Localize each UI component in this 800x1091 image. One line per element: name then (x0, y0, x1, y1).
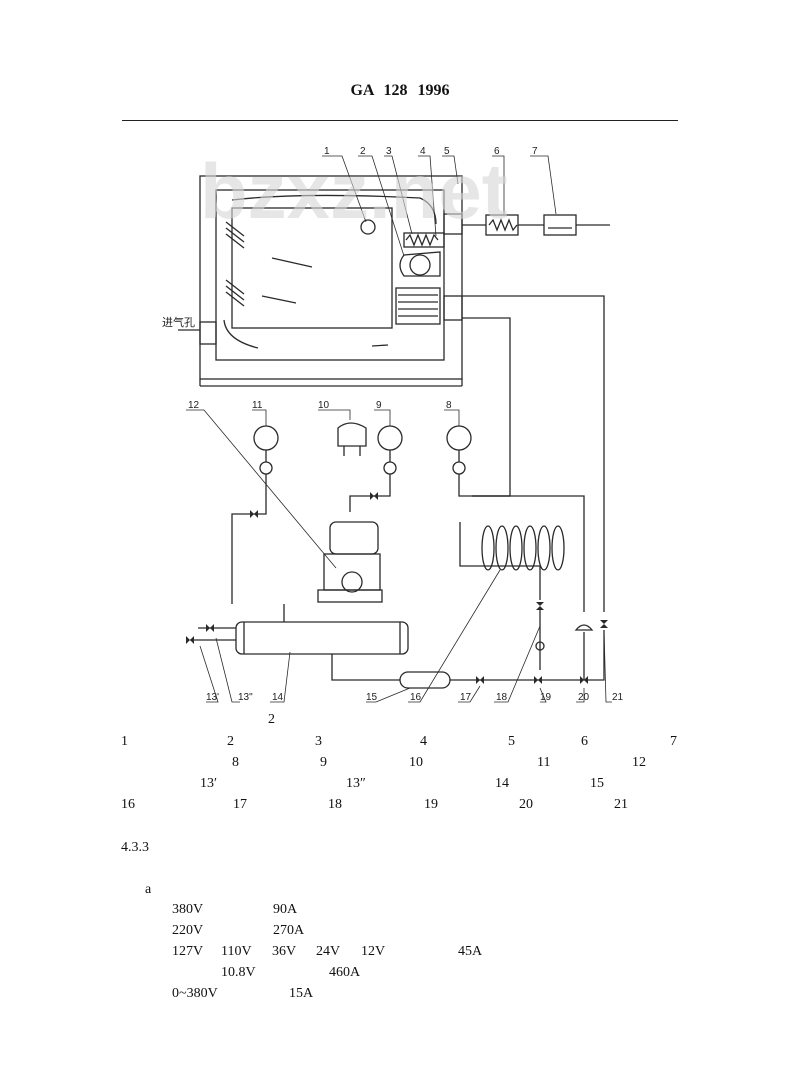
current-value: 90A (273, 902, 298, 917)
callout-7: 7 (532, 146, 538, 157)
callout-16: 16 (410, 692, 422, 703)
voltage-value: 12V (361, 944, 386, 959)
watermark: bzxz.net (200, 147, 508, 235)
legend-item: 16 (121, 797, 135, 812)
voltage-value: 10.8V (221, 965, 256, 980)
heater-4 (403, 232, 445, 248)
callout-14: 14 (272, 692, 284, 703)
callout-11: 11 (252, 400, 263, 411)
current-value: 45A (458, 944, 483, 959)
current-value: 460A (329, 965, 361, 980)
callout-15: 15 (366, 692, 378, 703)
callout-5: 5 (444, 146, 450, 157)
legend-item: 2 (227, 734, 234, 749)
callout-20: 20 (578, 692, 590, 703)
callout-13-prime: 13' (206, 692, 219, 703)
gauge-8 (446, 425, 472, 451)
legend-item: 19 (424, 797, 438, 812)
legend-item: 7 (670, 734, 677, 749)
legend-item: 8 (232, 755, 239, 770)
legend-item: 15 (590, 776, 604, 791)
legend-item: 20 (519, 797, 533, 812)
callout-8: 8 (446, 400, 452, 411)
condenser-coil-16 (481, 525, 565, 571)
figure-caption-number: 2 (268, 712, 275, 727)
callout-1: 1 (324, 146, 330, 157)
voltage-value: 36V (272, 944, 297, 959)
legend-item: 6 (581, 734, 588, 749)
voltage-value: 380V (172, 902, 204, 917)
legend-item: 18 (328, 797, 342, 812)
equipment-diagram: bzxz.net 进气孔 1 2 3 4 5 6 7 8 9 10 11 12 … (162, 146, 624, 703)
voltage-value: 24V (316, 944, 341, 959)
legend-item: 11 (537, 755, 551, 770)
voltage-value: 220V (172, 923, 204, 938)
voltage-value: 0~380V (172, 986, 218, 1001)
header-rule (122, 120, 678, 121)
legend-item: 10 (409, 755, 423, 770)
chamber-outer-wall (199, 175, 463, 380)
callout-18: 18 (496, 692, 508, 703)
legend-item: 14 (495, 776, 509, 791)
section-number: 4.3.3 (121, 840, 149, 855)
legend-item: 17 (233, 797, 247, 812)
voltage-value: 127V (172, 944, 204, 959)
callout-21: 21 (612, 692, 624, 703)
gauge-11 (253, 425, 279, 451)
current-value: 15A (289, 986, 314, 1001)
callout-2: 2 (360, 146, 366, 157)
callout-9: 9 (376, 400, 382, 411)
evaporator-coil (395, 287, 441, 325)
gauge-9 (377, 425, 403, 451)
voltage-value: 110V (221, 944, 252, 959)
callout-3: 3 (386, 146, 392, 157)
fan-3 (409, 254, 431, 276)
callout-4: 4 (420, 146, 426, 157)
callout-13-double-prime: 13" (238, 692, 253, 703)
legend-item: 12 (632, 755, 646, 770)
current-value: 270A (273, 923, 305, 938)
receiver-15 (399, 671, 451, 689)
callout-6: 6 (494, 146, 500, 157)
legend-item: 13′ (200, 776, 218, 791)
left-louver (225, 221, 245, 307)
valve-7 (543, 214, 577, 236)
legend-item: 13″ (346, 776, 366, 791)
legend-item: 3 (315, 734, 322, 749)
list-item-label: a (145, 882, 152, 897)
callout-19: 19 (540, 692, 552, 703)
chamber-inner-wall (215, 189, 445, 361)
legend-item: 9 (320, 755, 327, 770)
legend-item: 21 (614, 797, 628, 812)
legend-item: 5 (508, 734, 515, 749)
pressure-switch-10 (337, 422, 367, 447)
legend-item: 1 (121, 734, 128, 749)
legend-item: 4 (420, 734, 427, 749)
heat-exchanger-14 (235, 621, 409, 655)
test-space (231, 207, 393, 329)
sensor-1 (360, 219, 376, 235)
standard-header: GA 128 1996 (350, 82, 450, 99)
callout-12: 12 (188, 400, 200, 411)
callout-10: 10 (318, 400, 330, 411)
air-inlet-label: 进气孔 (162, 315, 195, 329)
callout-17: 17 (460, 692, 472, 703)
compressor-12 (329, 521, 379, 555)
